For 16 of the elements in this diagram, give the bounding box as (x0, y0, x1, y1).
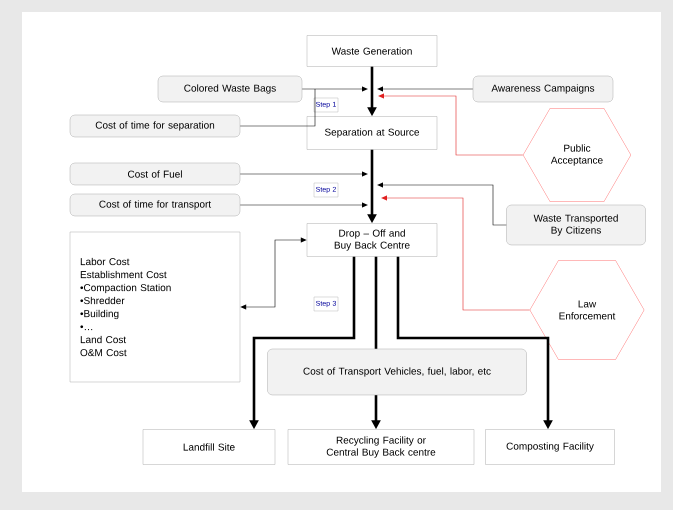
cost-list-box: Labor Cost Establishment Cost •Compaction Station •Shredder •Building •… Land Cost O&M Cost (70, 232, 240, 382)
cost-box: Colored Waste Bags (158, 76, 302, 102)
process-box: Recycling Facility or Central Buy Back centre (288, 429, 474, 465)
process-box: Waste Generation (306, 35, 438, 67)
cost-box: Cost of time for separation (70, 114, 240, 138)
process-box: Composting Facility (485, 429, 615, 465)
cost-box: Awareness Campaigns (472, 76, 614, 102)
process-box: Landfill Site (142, 429, 276, 465)
factor-hexagon: Public Acceptance (522, 108, 632, 202)
cost-box: Cost of Fuel (70, 162, 240, 186)
cost-box: Cost of time for transport (70, 194, 240, 216)
process-box: Separation at Source (306, 116, 438, 150)
factor-hexagon: Law Enforcement (530, 260, 644, 360)
cost-box: Waste Transported By Citizens (506, 204, 646, 246)
cost-box: Cost of Transport Vehicles, fuel, labor, etc (267, 348, 527, 396)
process-box: Drop – Off and Buy Back Centre (306, 223, 438, 257)
